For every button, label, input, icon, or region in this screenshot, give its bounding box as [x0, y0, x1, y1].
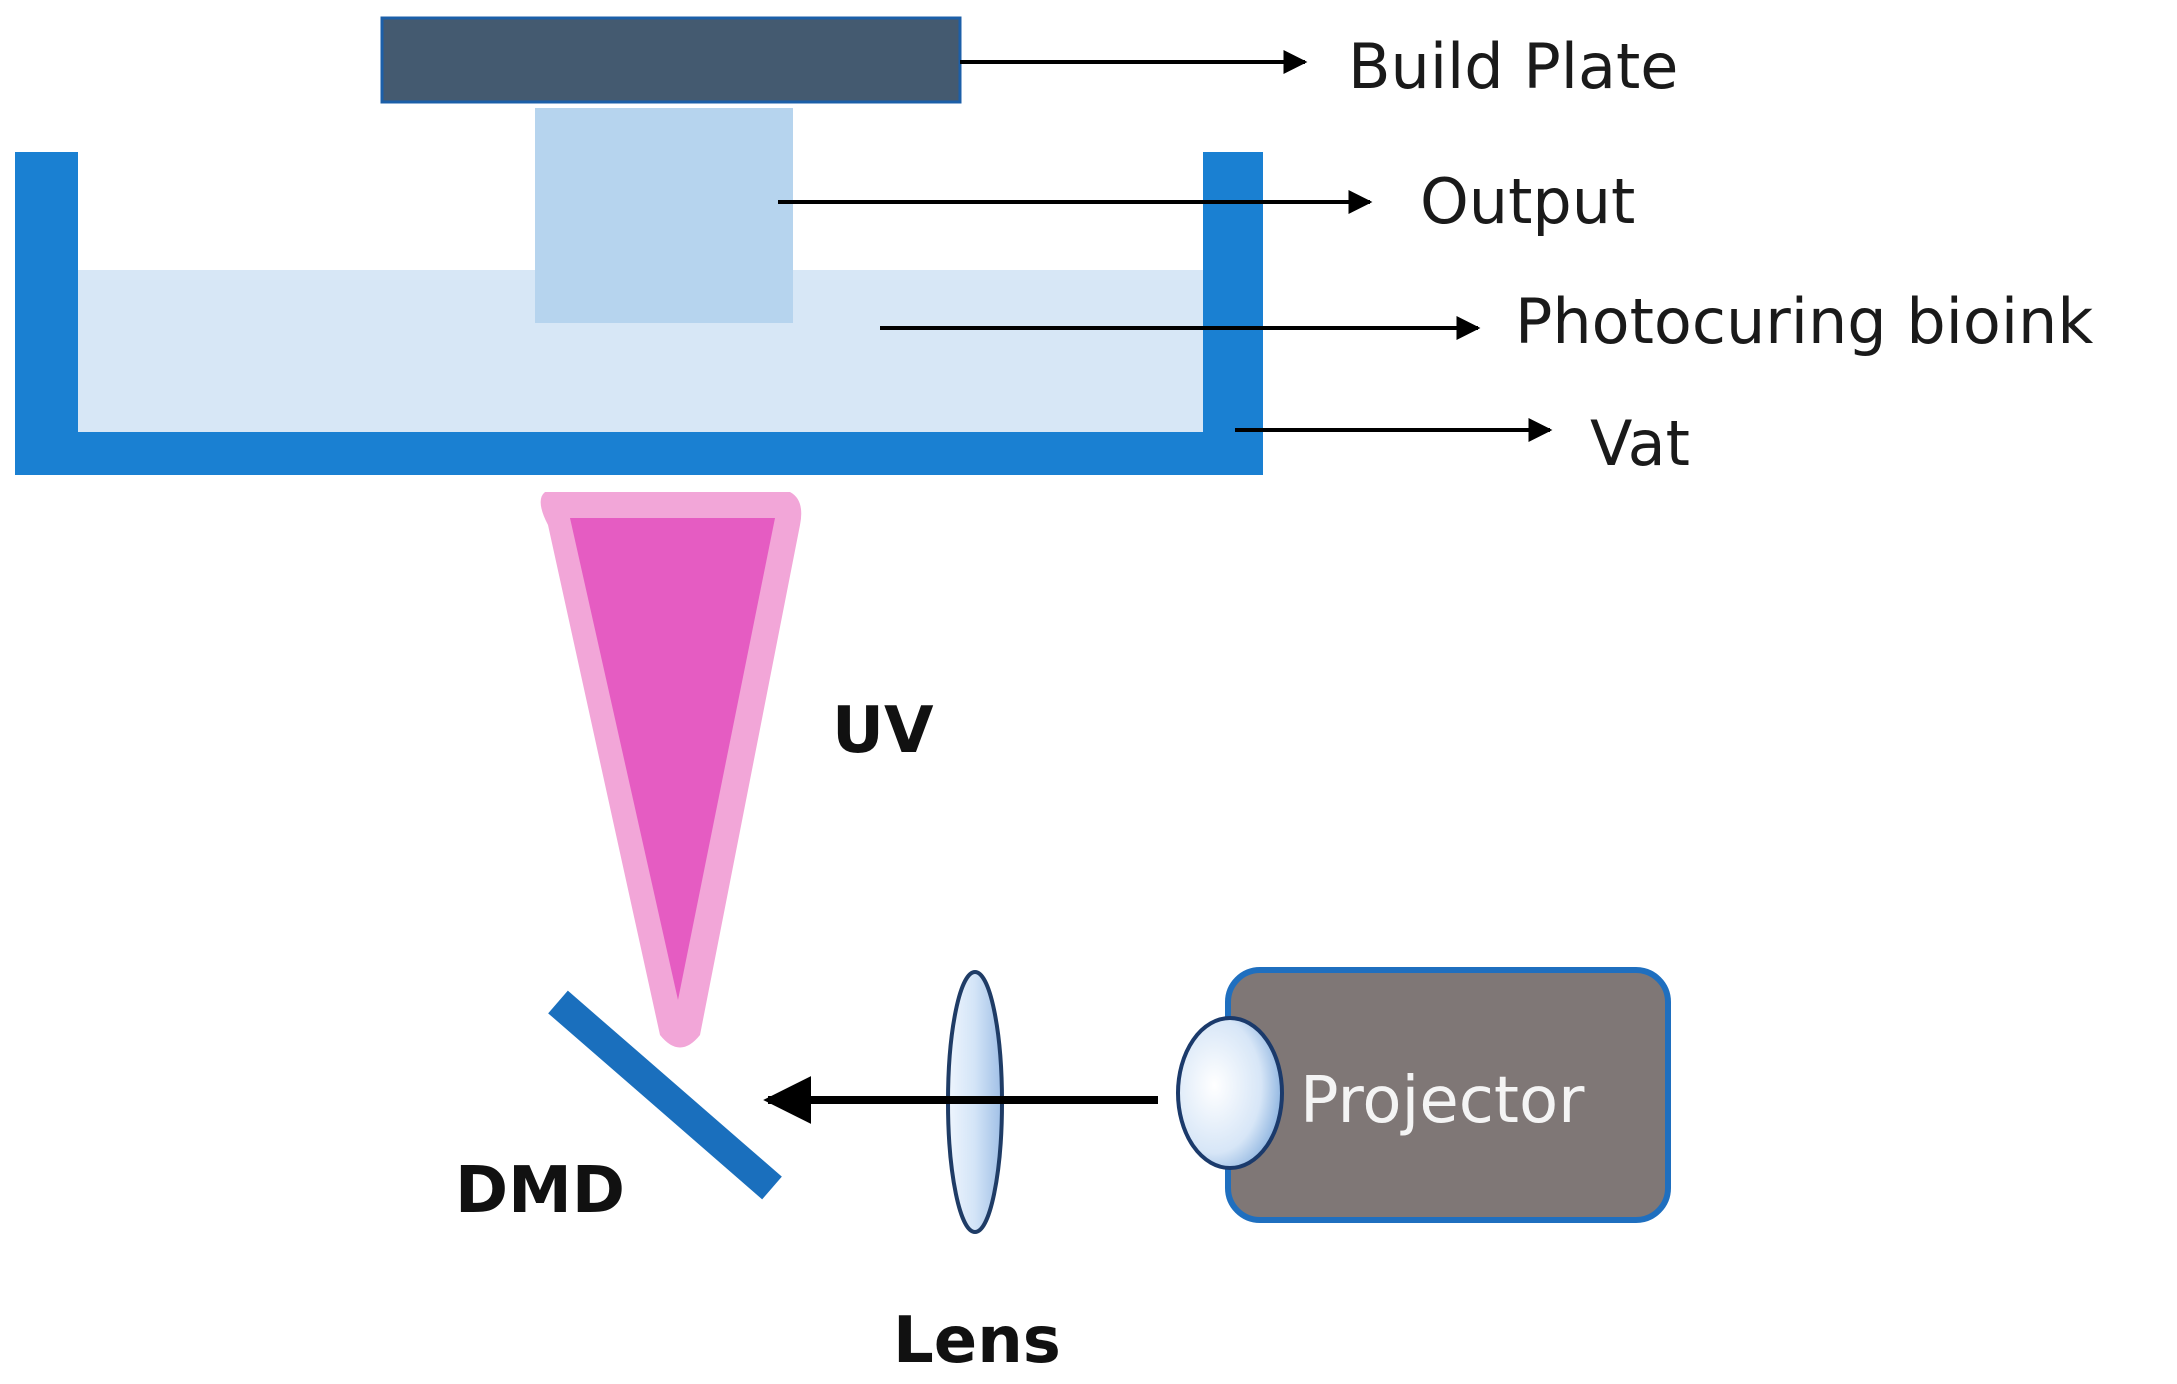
dmd-mirror: [548, 990, 782, 1200]
lens-label: Lens: [893, 1304, 1061, 1378]
build-plate: [380, 16, 962, 104]
projector-label: Projector: [1300, 1064, 1585, 1138]
build-plate-label: Build Plate: [1348, 30, 1678, 103]
dmd-label: DMD: [455, 1154, 625, 1228]
output-label: Output: [1420, 165, 1635, 238]
vat-left-wall: [15, 152, 78, 475]
vat-label: Vat: [1590, 407, 1690, 480]
uv-beam-inner: [570, 518, 775, 1000]
projector-lens: [1176, 1016, 1284, 1170]
vat-right-wall: [1203, 152, 1263, 475]
vat-floor: [15, 432, 1263, 475]
bioink-label: Photocuring bioink: [1515, 285, 2093, 358]
uv-label: UV: [832, 694, 934, 768]
output-part: [535, 108, 793, 323]
